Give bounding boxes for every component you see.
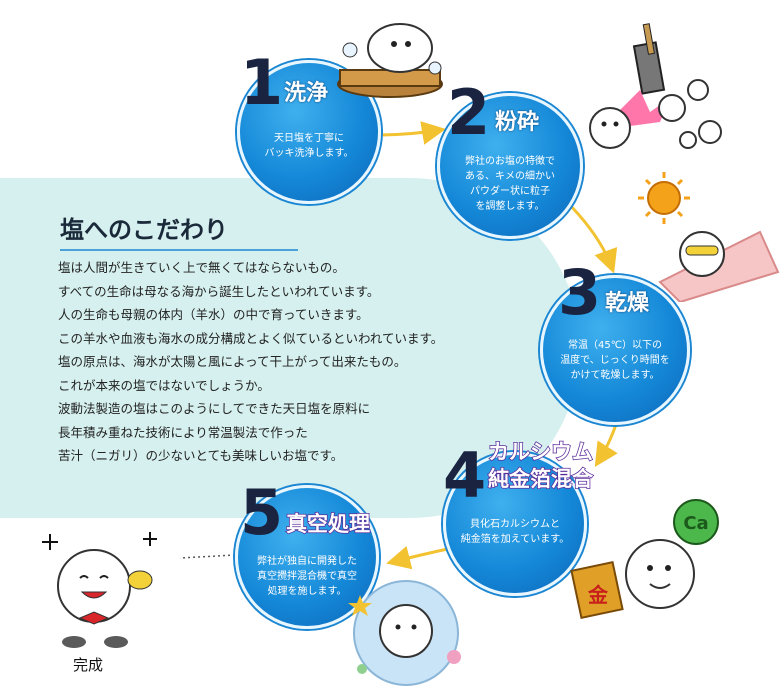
vacuum-illustration — [348, 580, 461, 686]
step-2-desc: 弊社のお塩の特徴で ある、キメの細かい パウダー状に粒子 を調整します。 — [465, 156, 555, 212]
intro-line: 人の生命も母親の体内（羊水）の中で育っていきます。 — [58, 307, 369, 322]
step-3-label: 乾燥 — [605, 291, 650, 316]
step-4-label-line1: カルシウム — [487, 440, 594, 464]
step-3-number: 3 — [558, 256, 602, 329]
step-2-label: 粉砕 — [495, 110, 540, 135]
step-3-circle: 常温（45℃）以下の 温度で、じっくり時間を かけて乾燥します。 — [540, 275, 690, 425]
intro-line: 波動法製造の塩はこのようにしてできた天日塩を原料に — [58, 401, 371, 416]
step-4-number: 4 — [443, 439, 487, 512]
step-1-label: 洗浄 — [284, 81, 329, 106]
arrow-4-to-5 — [386, 545, 453, 570]
section-title: 塩へのこだわり — [60, 210, 298, 251]
step-2-circle: 弊社のお塩の特徴で ある、キメの細かい パウダー状に粒子 を調整します。 — [437, 93, 583, 239]
completed-label: 完成 — [73, 656, 104, 674]
arrow-2-to-3 — [563, 198, 618, 274]
sunbathing-illustration — [638, 172, 780, 302]
intro-line: これが本来の塩ではないでしょうか。 — [58, 377, 270, 393]
intro-line: 塩の原点は、海水が太陽と風によって干上がって出来たもの。 — [58, 354, 407, 369]
washing-tub-illustration — [337, 23, 443, 98]
gold-box-text: 金 — [587, 583, 609, 607]
intro-line: この羊水や血液も海水の成分構成とよく似ているといわれています。 — [58, 330, 444, 346]
intro-line: すべての生命は母なる海から誕生したといわれています。 — [58, 283, 380, 299]
step-4-desc: 貝化石カルシウムと 純金箔を加えています。 — [460, 519, 570, 545]
intro-line: 塩は人間が生きていく上で無くてはならないもの。 — [58, 260, 345, 275]
step-1-desc: 天日塩を丁寧に バッキ洗浄します。 — [264, 133, 354, 159]
ca-text: Ca — [683, 513, 708, 534]
arrow-5-to-done — [179, 554, 236, 559]
step-4-label-line2: 純金箔混合 — [487, 467, 594, 491]
step-5-desc: 弊社が独自に開発した 真空攪拌混合機で真空 処理を施します。 — [257, 556, 357, 597]
step-5-number: 5 — [240, 476, 284, 549]
step-4-circle: 貝化石カルシウムと 純金箔を加えています。 — [443, 452, 587, 596]
intro-line: 苦汁（ニガリ）の少ないとても美味しいお塩です。 — [58, 448, 344, 463]
step-3-desc: 常温（45℃）以下の 温度で、じっくり時間を かけて乾燥します。 — [560, 340, 670, 381]
step-1-number: 1 — [240, 46, 284, 119]
calcium-gold-illustration: Ca 金 — [570, 499, 719, 620]
intro-line: 長年積み重ねた技術により常温製法で作った — [58, 424, 308, 440]
crushing-illustration — [589, 23, 722, 149]
step-5-label: 真空処理 — [285, 512, 371, 536]
completed-character-illustration — [42, 532, 157, 648]
arrow-1-to-2 — [374, 121, 446, 145]
step-2-number: 2 — [447, 76, 491, 149]
intro-text: 塩は人間が生きていく上で無くてはならないもの。 すべての生命は母なる海から誕生し… — [58, 256, 443, 468]
